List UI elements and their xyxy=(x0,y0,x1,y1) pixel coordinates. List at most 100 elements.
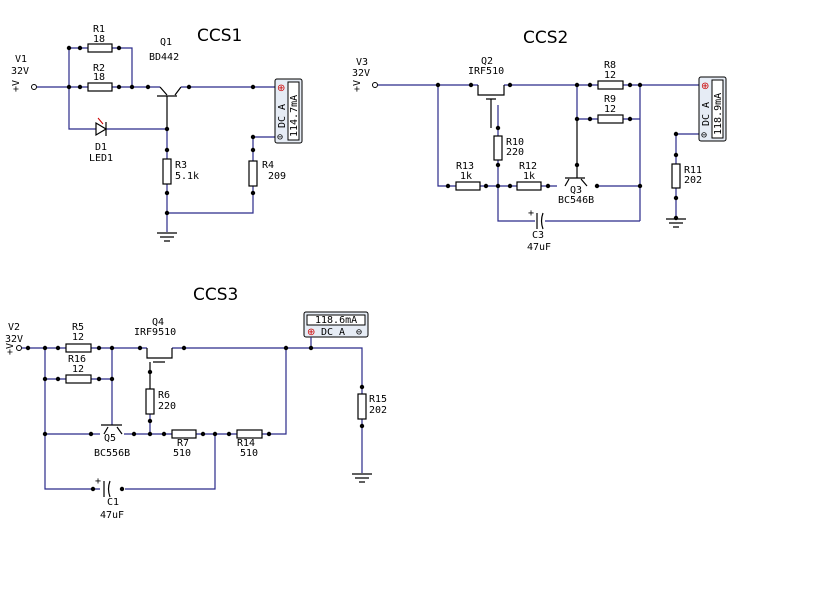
ccs2-meter-plus-icon: ⊕ xyxy=(701,81,709,92)
ccs2-q2-name: Q2 xyxy=(481,56,493,67)
ccs1-circuit: V1 32V +V R1 18 R2 18 Q1 BD442 D1 LED1 R… xyxy=(11,24,303,242)
ccs1-d1 xyxy=(95,121,108,137)
ccs3-r14 xyxy=(236,429,263,439)
ccs1-d1-name: D1 xyxy=(95,142,107,153)
ccs1-title: CCS1 xyxy=(197,26,242,46)
ccs1-source-pin: +V xyxy=(11,80,22,92)
ccs3-q5-name: Q5 xyxy=(104,433,116,444)
ccs2-title: CCS2 xyxy=(523,28,568,48)
ccs2-r8 xyxy=(597,80,624,90)
ccs1-r2 xyxy=(87,82,113,92)
ccs1-r2-value: 18 xyxy=(93,72,105,83)
ccs3-c1 xyxy=(103,480,111,498)
ccs3-r16-value: 12 xyxy=(72,364,84,375)
ccs2-q2 xyxy=(477,85,505,128)
ccs3-meter-plus-icon: ⊕ xyxy=(307,327,315,338)
ccs1-r4 xyxy=(248,160,258,187)
ccs1-r4-value: 209 xyxy=(268,171,286,182)
ccs3-q4-name: Q4 xyxy=(152,317,164,328)
ccs2-r10-value: 220 xyxy=(506,147,524,158)
ccs2-c3-name: C3 xyxy=(532,230,544,241)
svg-text:+: + xyxy=(95,476,101,487)
ccs1-r1-name: R1 xyxy=(93,24,105,35)
ccs3-q4-value: IRF9510 xyxy=(134,327,176,338)
ccs1-q1 xyxy=(157,86,182,97)
ccs2-q3 xyxy=(564,119,588,187)
ccs1-r2-name: R2 xyxy=(93,63,105,74)
ccs3-r6-name: R6 xyxy=(158,390,170,401)
ccs2-q3-name: Q3 xyxy=(570,185,582,196)
ccs2-meter-mode: DC A xyxy=(701,102,712,126)
ccs2-r9-name: R9 xyxy=(604,94,616,105)
ccs3-r14-name: R14 xyxy=(237,438,255,449)
ccs2-r13-value: 1k xyxy=(460,171,472,182)
ccs3-r6 xyxy=(145,388,155,415)
ccs2-circuit: V3 32V +V Q2 IRF510 R8 12 R9 12 R10 220 … xyxy=(352,56,727,253)
ccs1-q1-value: BD442 xyxy=(149,52,179,63)
ccs2-r10-name: R10 xyxy=(506,137,524,148)
ccs3-meter-mode: DC A xyxy=(321,327,345,338)
ccs3-r7 xyxy=(171,429,197,439)
ccs2-source-name: V3 xyxy=(356,57,368,68)
ccs2-r10 xyxy=(493,135,503,161)
ccs3-title: CCS3 xyxy=(193,285,238,305)
ccs3-source-name: V2 xyxy=(8,322,20,333)
ccs2-r13 xyxy=(455,181,481,191)
ccs3-r6-value: 220 xyxy=(158,401,176,412)
ccs1-q1-name: Q1 xyxy=(160,37,172,48)
ccs2-c3 xyxy=(536,212,544,230)
ccs2-r11-name: R11 xyxy=(684,165,702,176)
ccs2-r8-name: R8 xyxy=(604,60,616,71)
ccs2-c3-value: 47uF xyxy=(527,242,551,253)
ccs3-r15-value: 202 xyxy=(369,405,387,416)
ccs1-meter-mode: DC A xyxy=(277,104,288,128)
ccs1-r3-name: R3 xyxy=(175,160,187,171)
ccs1-meter-minus-icon: ⊖ xyxy=(277,132,283,143)
ccs1-r3 xyxy=(162,158,172,185)
ccs2-source-pin: +V xyxy=(352,80,363,92)
ccs2-meter-reading: 118.9mA xyxy=(713,93,724,135)
ccs3-meter-minus-icon: ⊖ xyxy=(356,327,362,338)
ccs3-meter-reading: 118.6mA xyxy=(315,315,357,326)
ccs2-r13-name: R13 xyxy=(456,161,474,172)
ccs3-r14-value: 510 xyxy=(240,448,258,459)
ccs3-source-terminal xyxy=(16,345,22,351)
ccs1-r4-name: R4 xyxy=(262,160,274,171)
ccs3-c1-value: 47uF xyxy=(100,510,124,521)
ccs2-r12 xyxy=(516,181,542,191)
ccs1-ground-icon xyxy=(157,232,177,242)
ccs2-r11-value: 202 xyxy=(684,175,702,186)
ccs2-r9-value: 12 xyxy=(604,104,616,115)
ccs2-r12-value: 1k xyxy=(523,171,535,182)
ccs1-r1-value: 18 xyxy=(93,34,105,45)
ccs3-r15-name: R15 xyxy=(369,394,387,405)
ccs3-source-value: 32V xyxy=(5,334,23,345)
ccs1-meter-reading: 114.7mA xyxy=(289,95,300,137)
ccs3-source-pin: +V xyxy=(5,343,16,355)
ccs3-r5-name: R5 xyxy=(72,322,84,333)
ccs3-q5-value: BC556B xyxy=(94,448,130,459)
ccs2-r12-name: R12 xyxy=(519,161,537,172)
ccs3-r16-name: R16 xyxy=(68,354,86,365)
ccs1-r1 xyxy=(87,43,113,53)
ccs2-meter-minus-icon: ⊖ xyxy=(701,130,707,141)
ccs3-r7-value: 510 xyxy=(173,448,191,459)
ccs3-ground-icon xyxy=(352,473,372,483)
ccs1-d1-value: LED1 xyxy=(89,153,113,164)
ccs1-source-terminal xyxy=(31,84,37,90)
ccs2-q2-value: IRF510 xyxy=(468,66,504,77)
ccs3-c1-name: C1 xyxy=(107,497,119,508)
ccs1-r3-value: 5.1k xyxy=(175,171,199,182)
ccs2-source-terminal xyxy=(372,82,378,88)
ccs2-r8-value: 12 xyxy=(604,70,616,81)
ccs3-q5 xyxy=(101,424,123,435)
ccs3-r15 xyxy=(357,393,367,420)
ccs1-source-value: 32V xyxy=(11,66,29,77)
ccs3-r16 xyxy=(65,374,92,384)
ccs1-source-name: V1 xyxy=(15,54,27,65)
ccs3-r5-value: 12 xyxy=(72,332,84,343)
ccs2-r11 xyxy=(671,163,681,189)
ccs2-q3-value: BC546B xyxy=(558,195,594,206)
svg-text:+: + xyxy=(528,208,534,219)
